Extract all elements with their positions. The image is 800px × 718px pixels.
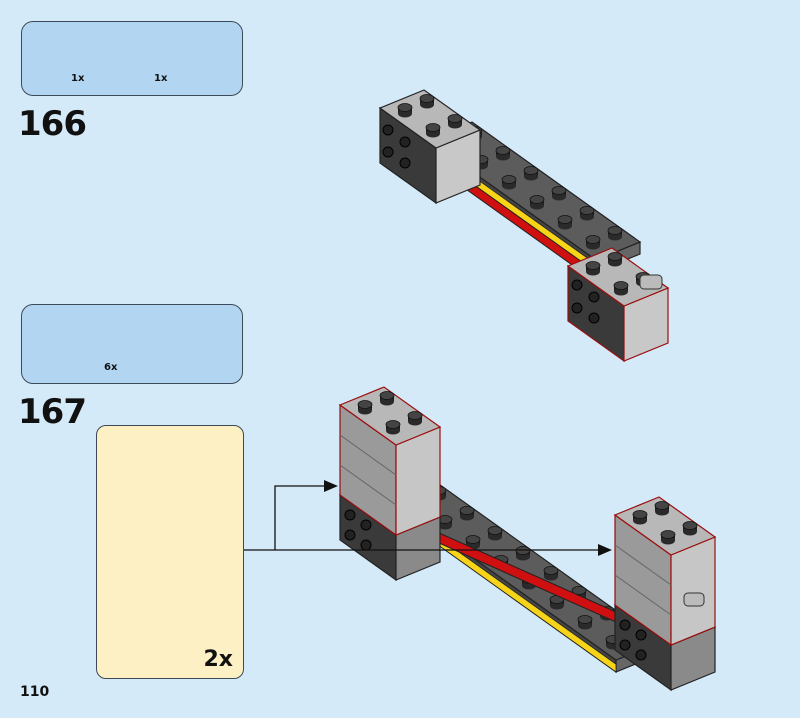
side-stud	[619, 619, 631, 631]
step-number: 167	[18, 392, 87, 432]
stud	[660, 530, 676, 539]
side-stud	[382, 124, 394, 136]
stud	[438, 521, 452, 530]
stud	[465, 535, 481, 544]
stud	[608, 258, 622, 267]
stud	[496, 152, 510, 161]
stud	[408, 417, 422, 426]
side-stud	[635, 629, 647, 641]
stud	[571, 586, 587, 595]
placement-arrow-left	[274, 485, 326, 550]
side-stud	[619, 639, 631, 651]
stud	[460, 512, 474, 521]
stud	[386, 426, 400, 435]
stud	[529, 195, 545, 204]
stud	[357, 400, 373, 409]
stud	[613, 281, 629, 290]
stud	[614, 287, 628, 296]
side-stud	[571, 302, 583, 314]
side-stud	[588, 312, 600, 324]
stud	[425, 123, 441, 132]
stud	[419, 94, 435, 103]
stud	[586, 267, 600, 276]
stud	[523, 166, 539, 175]
stud	[358, 406, 372, 415]
end-block-166-left	[378, 89, 482, 205]
part-qty: 1x	[71, 73, 85, 84]
stud	[661, 536, 675, 545]
stud	[407, 411, 423, 420]
part-qty: 1x	[154, 73, 168, 84]
stud	[544, 572, 558, 581]
arrow-head	[598, 544, 612, 556]
stud	[502, 181, 516, 190]
parts-list-step-167: 6x	[21, 304, 243, 384]
stud	[585, 261, 601, 270]
stud	[380, 397, 394, 406]
sub-assembly-multiplier: 2x	[203, 647, 234, 672]
stud	[487, 526, 503, 535]
side-stud	[399, 136, 411, 148]
sub-assembly-panel: 2x	[96, 425, 244, 679]
stud	[398, 109, 412, 118]
stud	[447, 114, 463, 123]
stud	[580, 212, 594, 221]
side-stud	[382, 146, 394, 158]
stud	[426, 129, 440, 138]
arrow-head	[324, 480, 338, 492]
stud	[585, 235, 601, 244]
stud	[551, 186, 567, 195]
stud	[448, 120, 462, 129]
step-number: 166	[18, 104, 87, 144]
stud	[654, 501, 670, 510]
tower-167-left	[338, 386, 442, 537]
stud	[552, 192, 566, 201]
clip-icon	[683, 592, 705, 607]
end-block-166-right	[566, 247, 670, 363]
page-number: 110	[20, 684, 50, 700]
stud	[579, 206, 595, 215]
stud	[586, 241, 600, 250]
stud	[385, 420, 401, 429]
stud	[501, 175, 517, 184]
stud	[397, 103, 413, 112]
side-stud	[571, 279, 583, 291]
side-stud	[360, 539, 372, 551]
stud	[577, 615, 593, 624]
side-stud	[399, 157, 411, 169]
brick-seam	[339, 464, 397, 506]
brick-seam	[339, 434, 397, 476]
stud	[557, 215, 573, 224]
side-stud	[588, 291, 600, 303]
stud	[683, 527, 697, 536]
stud	[550, 601, 564, 610]
side-stud	[360, 519, 372, 531]
parts-list-step-166: 1x 1x	[21, 21, 243, 96]
brick-seam	[614, 544, 672, 586]
stud	[379, 391, 395, 400]
stud	[420, 100, 434, 109]
side-stud	[344, 529, 356, 541]
stud	[682, 521, 698, 530]
side-stud	[344, 509, 356, 521]
stud	[516, 552, 530, 561]
stud	[524, 172, 538, 181]
stud	[543, 566, 559, 575]
stud	[607, 252, 623, 261]
stud	[633, 516, 647, 525]
stud	[655, 507, 669, 516]
brick-seam	[614, 574, 672, 616]
part-qty: 6x	[104, 362, 118, 373]
stud	[558, 221, 572, 230]
clip-icon	[639, 274, 663, 290]
stud	[495, 146, 511, 155]
stud	[607, 226, 623, 235]
side-stud	[635, 649, 647, 661]
stud	[530, 201, 544, 210]
stud	[459, 506, 475, 515]
stud	[608, 232, 622, 241]
stud	[488, 532, 502, 541]
stud	[632, 510, 648, 519]
stud	[578, 621, 592, 630]
